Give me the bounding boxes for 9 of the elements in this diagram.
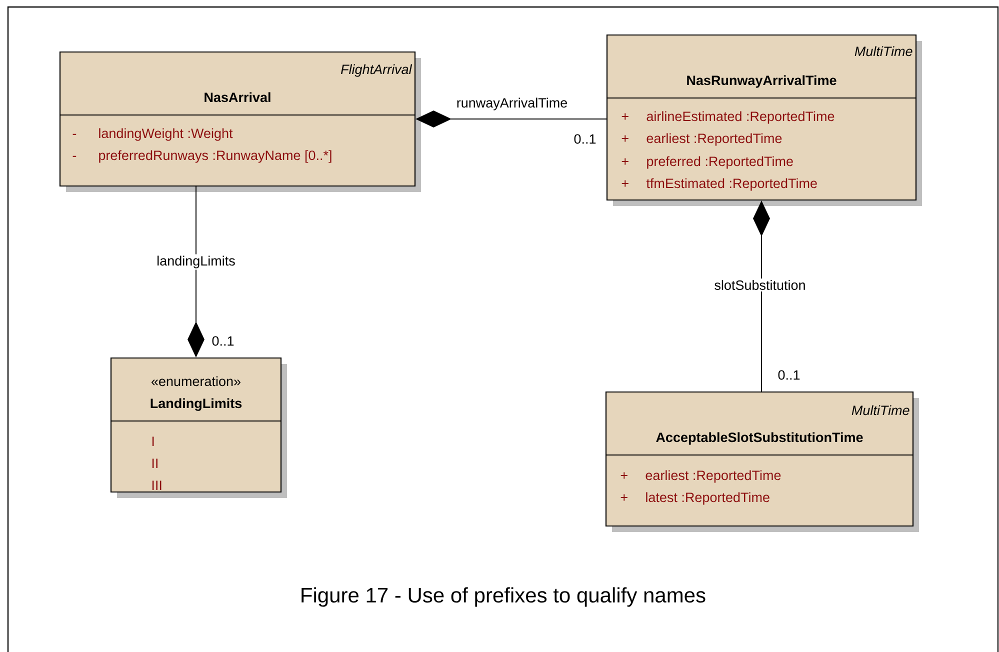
- multiplicity-label: 0..1: [778, 370, 800, 380]
- class-box: FlightArrival NasArrival - landingWeight :Weight - preferredRunways :RunwayName [0..*]: [59, 51, 421, 192]
- edge-label: landingLimits: [155, 254, 237, 270]
- class-box: MultiTime AcceptableSlotSubstitutionTime + earliest :ReportedTime + latest :ReportedTime: [605, 391, 919, 532]
- caption: Figure 17 - Use of prefixes to qualify names: [302, 587, 706, 607]
- class-box: «enumeration» LandingLimits I II III: [110, 357, 287, 498]
- edge-label: slotSubstitution: [712, 278, 808, 292]
- edge-label: runwayArrivalTime: [457, 98, 568, 110]
- class-box: MultiTime NasRunwayArrivalTime + airlineEstimated :ReportedTime + earliest :ReportedTime + preferred :ReportedTime + tfmEstimated :ReportedTime: [606, 34, 922, 206]
